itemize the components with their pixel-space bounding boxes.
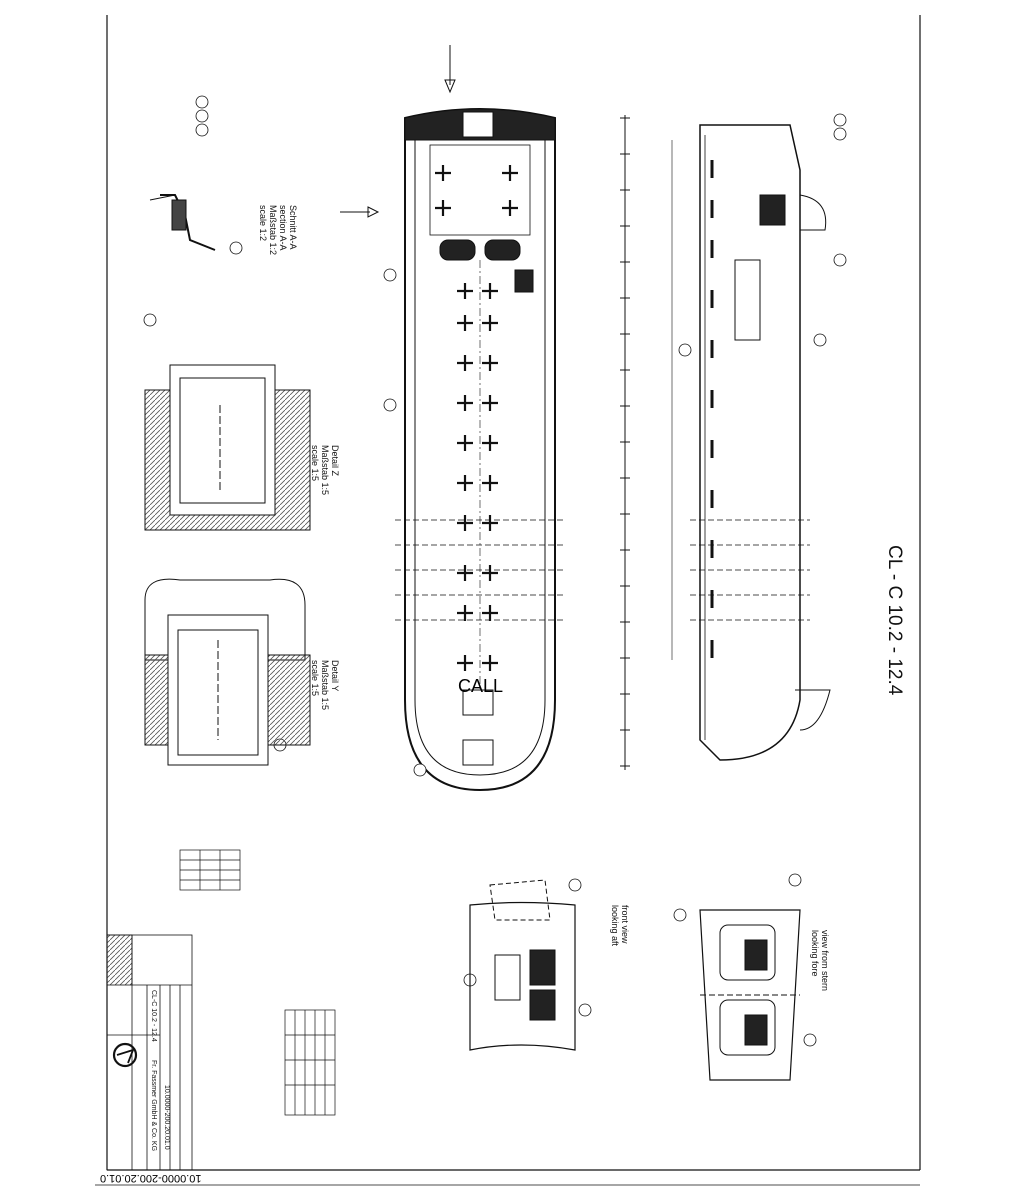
section-aa-drawing	[149, 194, 216, 251]
front-view-caption: front view looking aft	[610, 905, 630, 946]
stern-view-caption: view from stern looking fore	[810, 930, 830, 991]
caption-line: Detail Y	[330, 660, 340, 692]
title-block	[106, 934, 193, 1171]
company-name: Fr. Fassmer GmbH & Co. KG	[150, 1060, 157, 1152]
caption-line: section A-A	[278, 205, 288, 251]
title-block-text: Fr. Fassmer GmbH & Co. KG	[149, 1060, 157, 1151]
caption-line: looking fore	[810, 930, 820, 977]
title-block-drawing-number: 10.0000-200.20.01.0	[163, 1085, 170, 1150]
callout-bubbles	[143, 95, 847, 1047]
caption-line: view from stern	[820, 930, 830, 992]
call-label: CALL	[458, 676, 504, 696]
detail-z-drawing	[144, 364, 311, 531]
detail-y-drawing	[144, 578, 311, 766]
scale-ruler	[620, 115, 630, 770]
stern-view-drawing	[699, 909, 801, 1081]
caption-line: Maßstab 1:2	[268, 205, 278, 256]
caption-line: Schnitt A-A	[288, 205, 298, 250]
caption-line: looking aft	[610, 905, 620, 947]
small-table	[179, 849, 241, 891]
detail-z-caption: Detail Z Maßstab 1:5 scale 1:5	[310, 445, 340, 495]
caption-line: Detail Z	[330, 445, 340, 477]
section-aa-caption: Schnitt A-A section A-A Maßstab 1:2 scal…	[258, 205, 298, 255]
caption-line: scale 1:5	[310, 445, 320, 482]
caption-line: front view	[620, 905, 630, 944]
caption-line: scale 1:5	[310, 660, 320, 697]
front-view-drawing	[469, 879, 576, 1051]
caption-line: scale 1:2	[258, 205, 268, 242]
equipment-table	[284, 1009, 336, 1116]
drawing-title: CL - C 10.2 - 12.4	[884, 545, 905, 696]
caption-line: Maßstab 1:5	[320, 445, 330, 496]
hull-top-view	[340, 45, 565, 792]
caption-line: Maßstab 1:5	[320, 660, 330, 711]
detail-y-caption: Detail Y Maßstab 1:5 scale 1:5	[310, 660, 340, 710]
hull-side-view	[671, 124, 831, 761]
document-number: 10.0000-200.20.01.0	[100, 1172, 202, 1184]
title-block-type: CL-C 10.2 - 12.4	[150, 990, 157, 1042]
